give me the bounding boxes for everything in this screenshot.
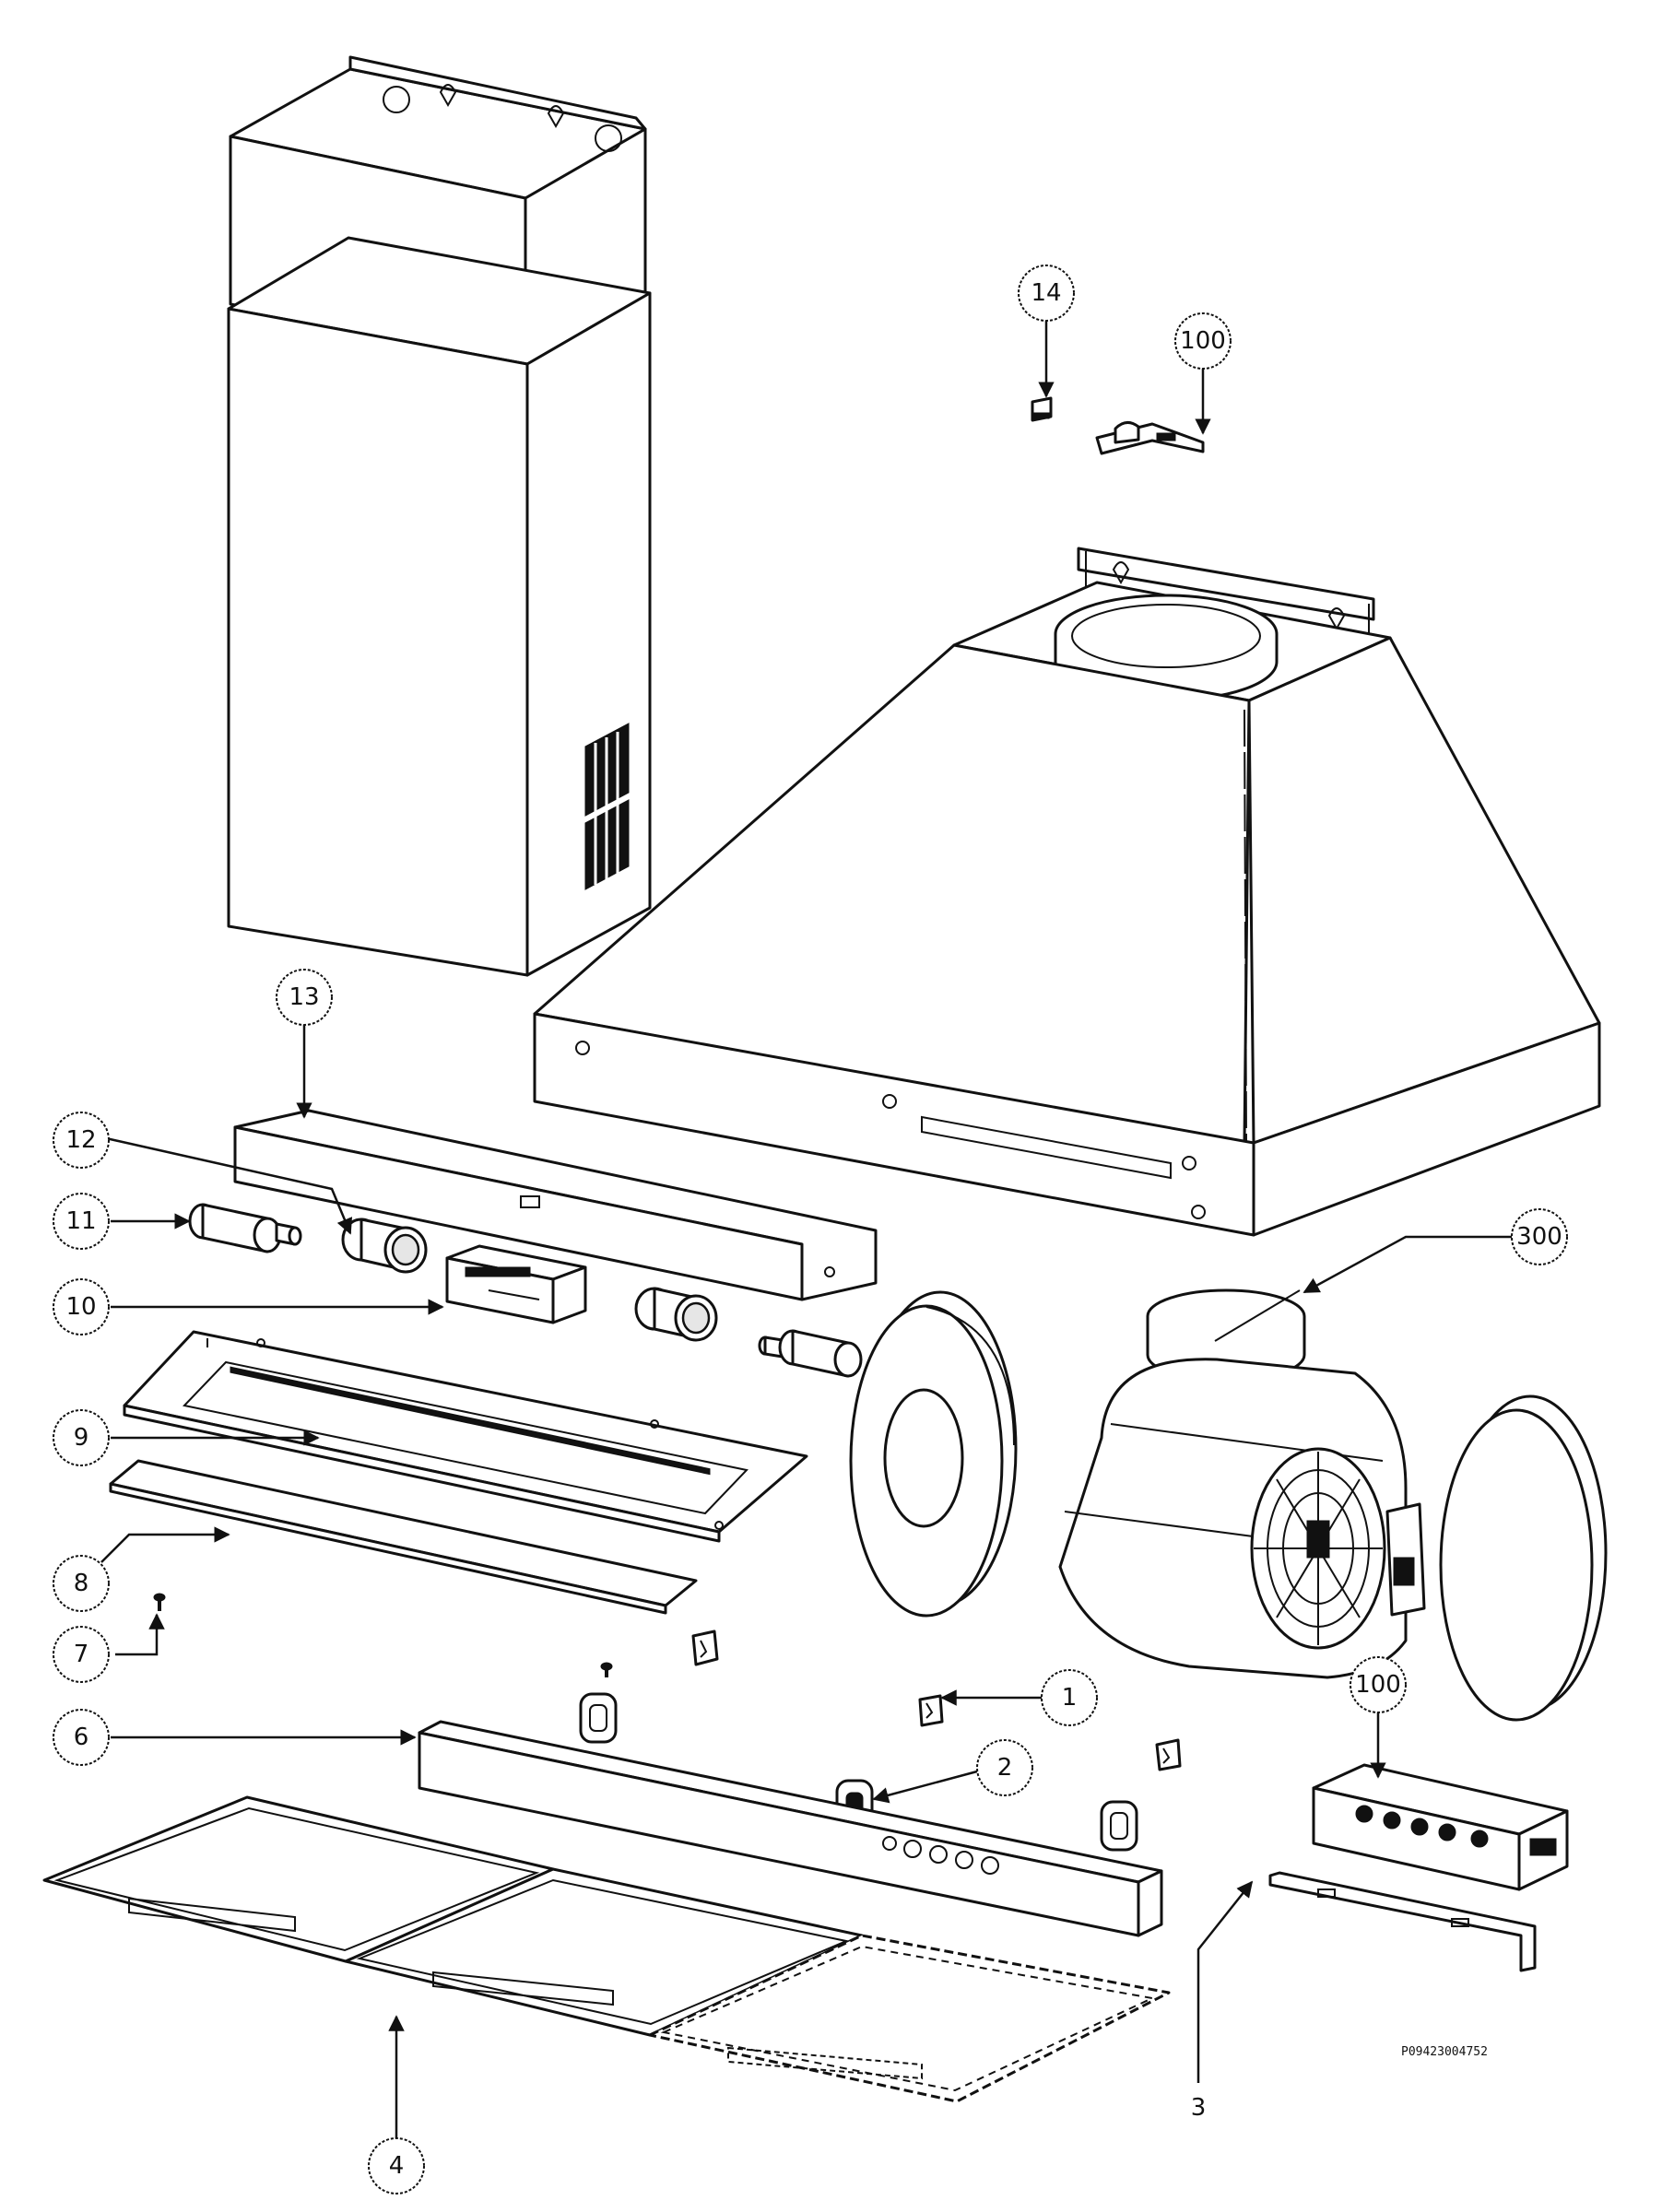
part-2-knob-c <box>1100 1800 1138 1852</box>
callout-7: 8 <box>53 1555 110 1612</box>
callout-label: 11 <box>65 1207 96 1235</box>
callout-label: 12 <box>65 1126 96 1154</box>
callout-6: 7 <box>53 1626 110 1683</box>
part-1-clip-b <box>918 1694 944 1727</box>
leader-lines <box>100 321 1512 2138</box>
carbon-filter-left <box>849 1290 1018 1618</box>
callout-label: 6 <box>74 1724 89 1751</box>
callout-2: 2 <box>976 1739 1033 1796</box>
part-6-screw-b <box>600 1662 613 1677</box>
part-10-lamp-holder-right <box>758 1329 863 1378</box>
part-1-clip-c <box>1155 1738 1182 1771</box>
part-300-blower-motor <box>1058 1288 1426 1679</box>
callout-13: 14 <box>1018 265 1075 322</box>
chimney-vent-grille <box>584 723 630 890</box>
part-13-clip <box>1031 396 1053 422</box>
callout-label: 3 <box>1191 2094 1207 2122</box>
callout-14: 100 <box>1174 312 1232 370</box>
callout-label: 14 <box>1031 279 1061 307</box>
callout-3: 3 <box>1191 2094 1207 2122</box>
part-9-light-housing <box>445 1244 587 1324</box>
callout-label: 100 <box>1180 327 1226 355</box>
part-6-screw <box>153 1593 166 1611</box>
callout-label: 4 <box>389 2152 405 2180</box>
callout-label: 300 <box>1516 1223 1562 1251</box>
callout-300: 300 <box>1511 1208 1568 1265</box>
callout-9: 10 <box>53 1278 110 1335</box>
part-8-lamp-panel <box>123 1330 808 1543</box>
callout-label: 2 <box>997 1754 1013 1782</box>
part-3-bracket <box>1268 1871 1537 1972</box>
chimney-cover <box>227 55 652 977</box>
callout-12: 13 <box>276 969 333 1026</box>
callout-label: 13 <box>289 983 319 1011</box>
part-7-lens-cover <box>109 1459 698 1615</box>
hood-canopy <box>533 547 1601 1237</box>
part-5-control-panel <box>418 1720 1163 1937</box>
callout-8: 9 <box>53 1409 110 1466</box>
callout-1: 1 <box>1041 1669 1098 1726</box>
callout-label: 10 <box>65 1293 96 1321</box>
part-14-switch-bracket <box>1095 421 1205 455</box>
part-100-electronic-board <box>1312 1763 1569 1891</box>
part-11-lamp-right <box>634 1287 718 1342</box>
carbon-filter-right <box>1439 1394 1608 1722</box>
part-10-lamp-holder <box>188 1203 302 1253</box>
part-1-clip <box>691 1630 719 1666</box>
callout-label: 8 <box>74 1570 89 1597</box>
callout-11: 12 <box>53 1112 110 1169</box>
part-2-knob <box>579 1692 618 1744</box>
callout-5: 6 <box>53 1709 110 1766</box>
callout-label: 9 <box>74 1424 89 1452</box>
callout-100: 100 <box>1350 1656 1407 1713</box>
part-11-lamp <box>341 1218 428 1274</box>
callout-4: 4 <box>368 2137 425 2194</box>
callout-label: 100 <box>1355 1671 1401 1699</box>
drawing-reference-code: P09423004752 <box>1401 2045 1488 2059</box>
callout-label: 7 <box>74 1641 89 1668</box>
callout-10: 11 <box>53 1193 110 1250</box>
callout-label: 1 <box>1062 1684 1078 1712</box>
part-4-grease-filters <box>42 1795 1171 2103</box>
